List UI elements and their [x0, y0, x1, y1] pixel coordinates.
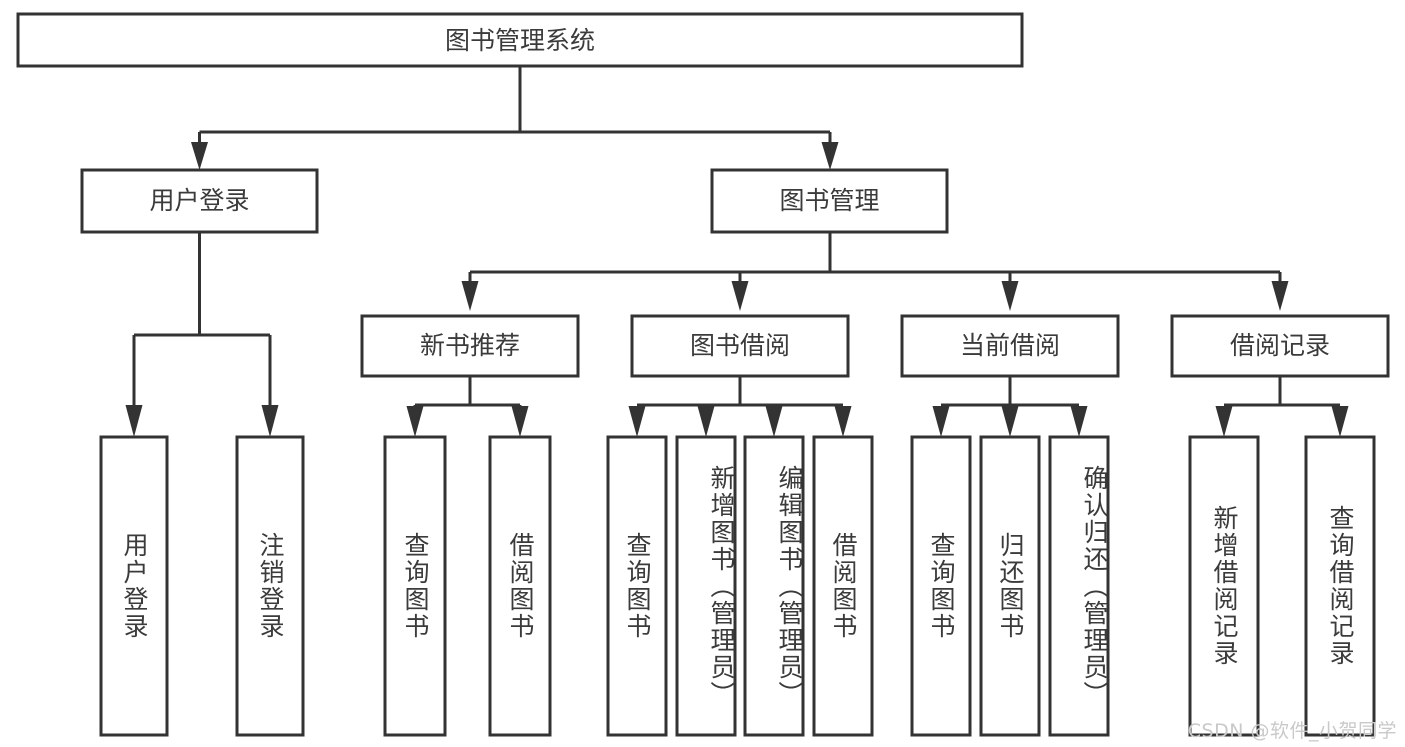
- node-user-login-box[interactable]: [80, 168, 319, 234]
- node-leaf-add-book-box[interactable]: [675, 435, 737, 737]
- node-book-borrow-label: 图书借阅: [690, 331, 790, 360]
- node-new-book-rec-box[interactable]: [360, 314, 580, 378]
- node-book-manage-box[interactable]: [710, 168, 949, 234]
- leaf-boxes: [99, 435, 1376, 737]
- arrow-head-leaf-edit-book: [765, 406, 783, 437]
- connector-group-book-manage: [461, 232, 1289, 311]
- arrow-head-leaf-borrow-book-1: [511, 406, 529, 437]
- arrow-head-user-login: [191, 142, 208, 170]
- node-new-book-rec-label: 新书推荐: [420, 331, 520, 360]
- arrow-head-leaf-logout: [261, 405, 279, 437]
- connector-group-root: [191, 66, 839, 170]
- node-current-borrow-box[interactable]: [900, 314, 1120, 378]
- node-book-borrow-box[interactable]: [630, 314, 850, 378]
- node-leaf-borrow-book-2-box[interactable]: [812, 435, 874, 737]
- arrow-head-leaf-query-record: [1331, 406, 1349, 437]
- arrow-head-leaf-borrow-book-2: [834, 406, 852, 437]
- node-new-book-rec[interactable]: 新书推荐: [360, 314, 580, 378]
- arrow-head-leaf-query-book-1: [406, 406, 424, 437]
- connector-group-user-login: [125, 232, 279, 437]
- node-leaf-borrow-book-1-box[interactable]: [488, 435, 552, 737]
- node-borrow-record-label: 借阅记录: [1230, 331, 1330, 360]
- node-root-box[interactable]: [16, 12, 1024, 68]
- node-root-label: 图书管理系统: [445, 26, 595, 55]
- arrow-head-borrow-record: [1271, 281, 1289, 311]
- connector-group-new-book-rec: [406, 376, 529, 437]
- arrow-head-leaf-add-book: [697, 406, 715, 437]
- node-leaf-confirm-return-box[interactable]: [1048, 435, 1110, 737]
- node-leaf-logout-box[interactable]: [235, 435, 305, 737]
- node-leaf-user-login-box[interactable]: [99, 435, 169, 737]
- node-leaf-return-book-box[interactable]: [979, 435, 1041, 737]
- node-current-borrow[interactable]: 当前借阅: [900, 314, 1120, 378]
- arrow-head-leaf-return-book: [1001, 406, 1019, 437]
- node-borrow-record-box[interactable]: [1170, 314, 1390, 378]
- node-book-borrow[interactable]: 图书借阅: [630, 314, 850, 378]
- node-leaf-edit-book-box[interactable]: [743, 435, 805, 737]
- arrow-head-current-borrow: [1001, 281, 1019, 311]
- arrow-head-leaf-user-login: [125, 405, 143, 437]
- node-book-manage-label: 图书管理: [779, 186, 879, 215]
- node-borrow-record[interactable]: 借阅记录: [1170, 314, 1390, 378]
- node-leaf-query-record-box[interactable]: [1304, 435, 1376, 737]
- arrow-head-book-manage: [821, 142, 839, 170]
- node-root[interactable]: 图书管理系统: [16, 12, 1024, 68]
- arrow-head-book-borrow: [731, 281, 749, 311]
- node-leaf-query-book-1-box[interactable]: [383, 435, 447, 737]
- csdn-watermark: CSDN @软件_小贺同学: [1187, 720, 1397, 742]
- arrow-head-leaf-confirm-return: [1070, 406, 1088, 437]
- node-book-manage[interactable]: 图书管理: [710, 168, 949, 234]
- node-user-login-label: 用户登录: [149, 186, 249, 215]
- connector-group-borrow-record: [1215, 376, 1349, 437]
- connector-group-current-borrow: [932, 376, 1088, 437]
- node-current-borrow-label: 当前借阅: [960, 331, 1060, 360]
- arrow-head-new-book-rec: [461, 281, 479, 311]
- node-leaf-add-record-box[interactable]: [1188, 435, 1260, 737]
- node-leaf-query-book-2-box[interactable]: [606, 435, 668, 737]
- connector-group-book-borrow: [628, 376, 852, 437]
- node-user-login[interactable]: 用户登录: [80, 168, 319, 234]
- arrow-head-leaf-query-book-3: [932, 406, 950, 437]
- arrow-head-leaf-add-record: [1215, 406, 1233, 437]
- node-leaf-query-book-3-box[interactable]: [910, 435, 972, 737]
- arrow-head-leaf-query-book-2: [628, 406, 646, 437]
